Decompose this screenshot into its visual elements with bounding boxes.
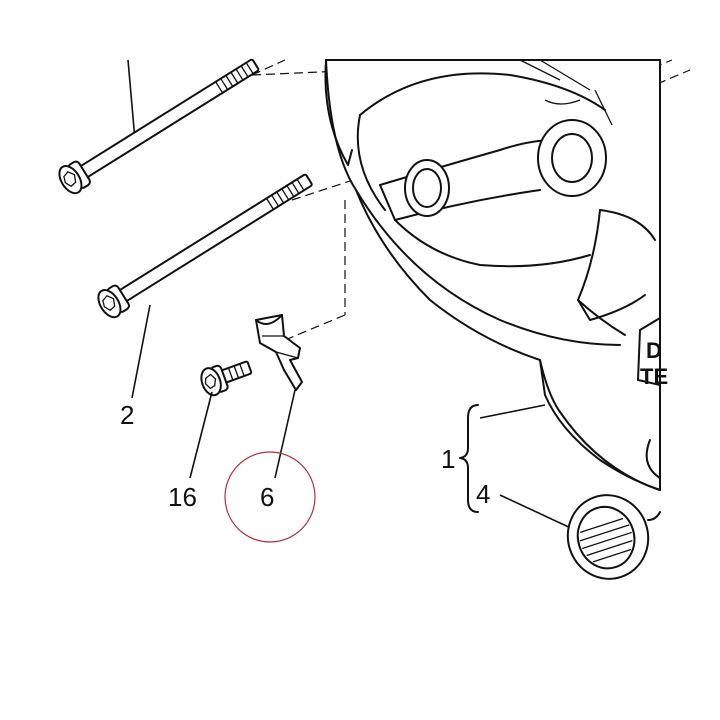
long-bolt-2 [97, 173, 313, 319]
cover-lettering-line1: D [646, 338, 662, 363]
callout-2: 2 [120, 400, 134, 430]
plug-4 [566, 494, 650, 580]
clip-6 [255, 314, 303, 391]
callout-16: 16 [168, 482, 197, 512]
engine-cover: D TE [324, 59, 668, 521]
highlight-circle [224, 451, 316, 543]
callout-6: 6 [260, 482, 274, 512]
long-bolt-top [58, 58, 260, 195]
cover-lettering-line2: TE [640, 364, 668, 389]
callout-leaders [131, 304, 576, 531]
leader-top-bolt [127, 59, 136, 141]
callout-4: 4 [476, 479, 490, 509]
assembly-brace [459, 404, 479, 513]
short-screw-16 [200, 360, 253, 397]
callout-1: 1 [441, 444, 455, 474]
